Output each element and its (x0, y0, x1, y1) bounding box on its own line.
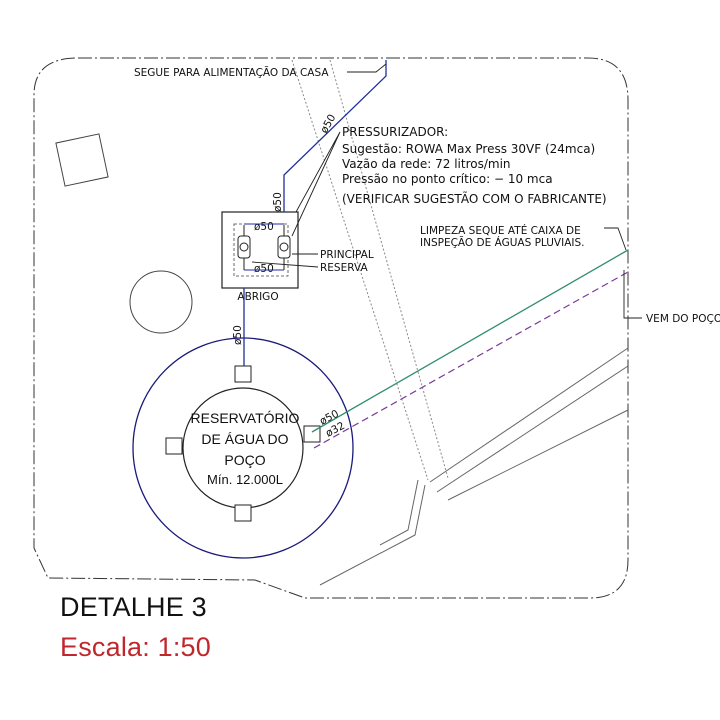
note-house-supply: SEGUE PARA ALIMENTAÇÃO DA CASA (134, 66, 329, 79)
walkway-strip (291, 59, 449, 481)
pipe-well-purple (313, 271, 629, 449)
reservoir-capacity: Mín. 12.000L (207, 472, 283, 487)
leader-reserva (251, 261, 319, 268)
pipe-shelter-manifold (244, 223, 284, 271)
reservoir-lug-bottom (234, 504, 252, 522)
pressurizer-suggestion: Sugestão: ROWA Max Press 30VF (24mca) (342, 142, 595, 156)
reservoir-inner (182, 387, 304, 509)
label-d50-diagonal: ø50 (318, 112, 338, 135)
reservoir-outer (132, 337, 354, 559)
detail-scale: Escala: 1:50 (60, 632, 211, 662)
label-d50-shelter-top: ø50 (254, 221, 274, 233)
leader-pressurizer (291, 131, 341, 237)
leader-house (347, 63, 387, 73)
leader-from-well (623, 270, 642, 319)
reservoir-label-3: POÇO (224, 452, 265, 468)
label-d50-vertical: ø50 (232, 325, 244, 345)
pipe-supply-blue (243, 60, 387, 366)
leader-cleaning (604, 227, 627, 251)
reservoir-lug-top (234, 365, 252, 383)
reservoir-label-1: RESERVATÓRIO (191, 410, 300, 426)
label-principal: PRINCIPAL (320, 249, 374, 261)
detail-title: DETALHE 3 (60, 592, 207, 622)
pump-principal (277, 225, 291, 270)
pump-reserva (237, 225, 251, 270)
shelter-outer (221, 211, 299, 289)
note-cleaning-1: LIMPEZA SEQUE ATÉ CAIXA DE (420, 224, 581, 237)
note-cleaning-2: INSPEÇÃO DE ÁGUAS PLUVIAIS. (420, 236, 584, 249)
note-from-well: VEM DO POÇO (646, 313, 720, 325)
pressurizer-title: PRESSURIZADOR: (342, 125, 448, 139)
pipe-cleaning-green (311, 249, 629, 433)
street-lines (319, 347, 629, 586)
site-circle (129, 270, 193, 334)
shelter-label: ABRIGO (237, 291, 278, 303)
verify-note: (VERIFICAR SUGESTÃO COM O FABRICANTE) (342, 191, 607, 206)
label-d50-upper: ø50 (272, 192, 284, 212)
pressurizer-pressure: Pressão no ponto crítico: − 10 mca (342, 172, 553, 186)
pressurizer-flow: Vazão da rede: 72 litros/min (342, 157, 511, 171)
site-square (55, 133, 109, 187)
property-boundary (33, 57, 629, 599)
reservoir-label-2: DE ÁGUA DO (201, 431, 288, 447)
reservoir-lug-left (165, 437, 183, 455)
label-reserva: RESERVA (320, 262, 368, 274)
label-d50-shelter-bottom: ø50 (254, 263, 274, 275)
